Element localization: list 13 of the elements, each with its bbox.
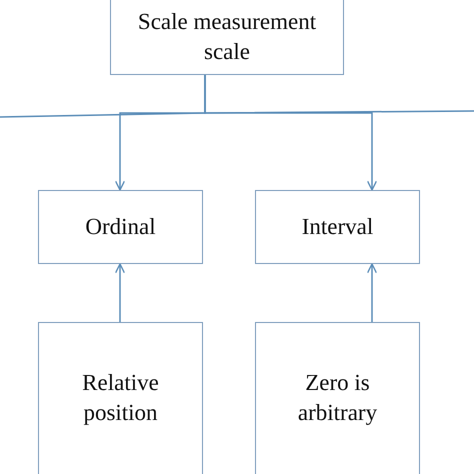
- box-label: Relative position: [81, 369, 160, 427]
- box-label: Scale measurement scale: [136, 8, 318, 66]
- box-label: Interval: [302, 213, 374, 242]
- arrow: [366, 263, 378, 322]
- process-box: [110, 0, 344, 75]
- process-box: [255, 190, 420, 264]
- box-label: Zero is arbitrary: [296, 369, 378, 427]
- process-box: [38, 322, 203, 474]
- arrow: [114, 263, 126, 322]
- process-box: [255, 322, 420, 474]
- process-box: [38, 190, 203, 264]
- box-label: Ordinal: [85, 213, 156, 242]
- connector-line: [204, 75, 474, 114]
